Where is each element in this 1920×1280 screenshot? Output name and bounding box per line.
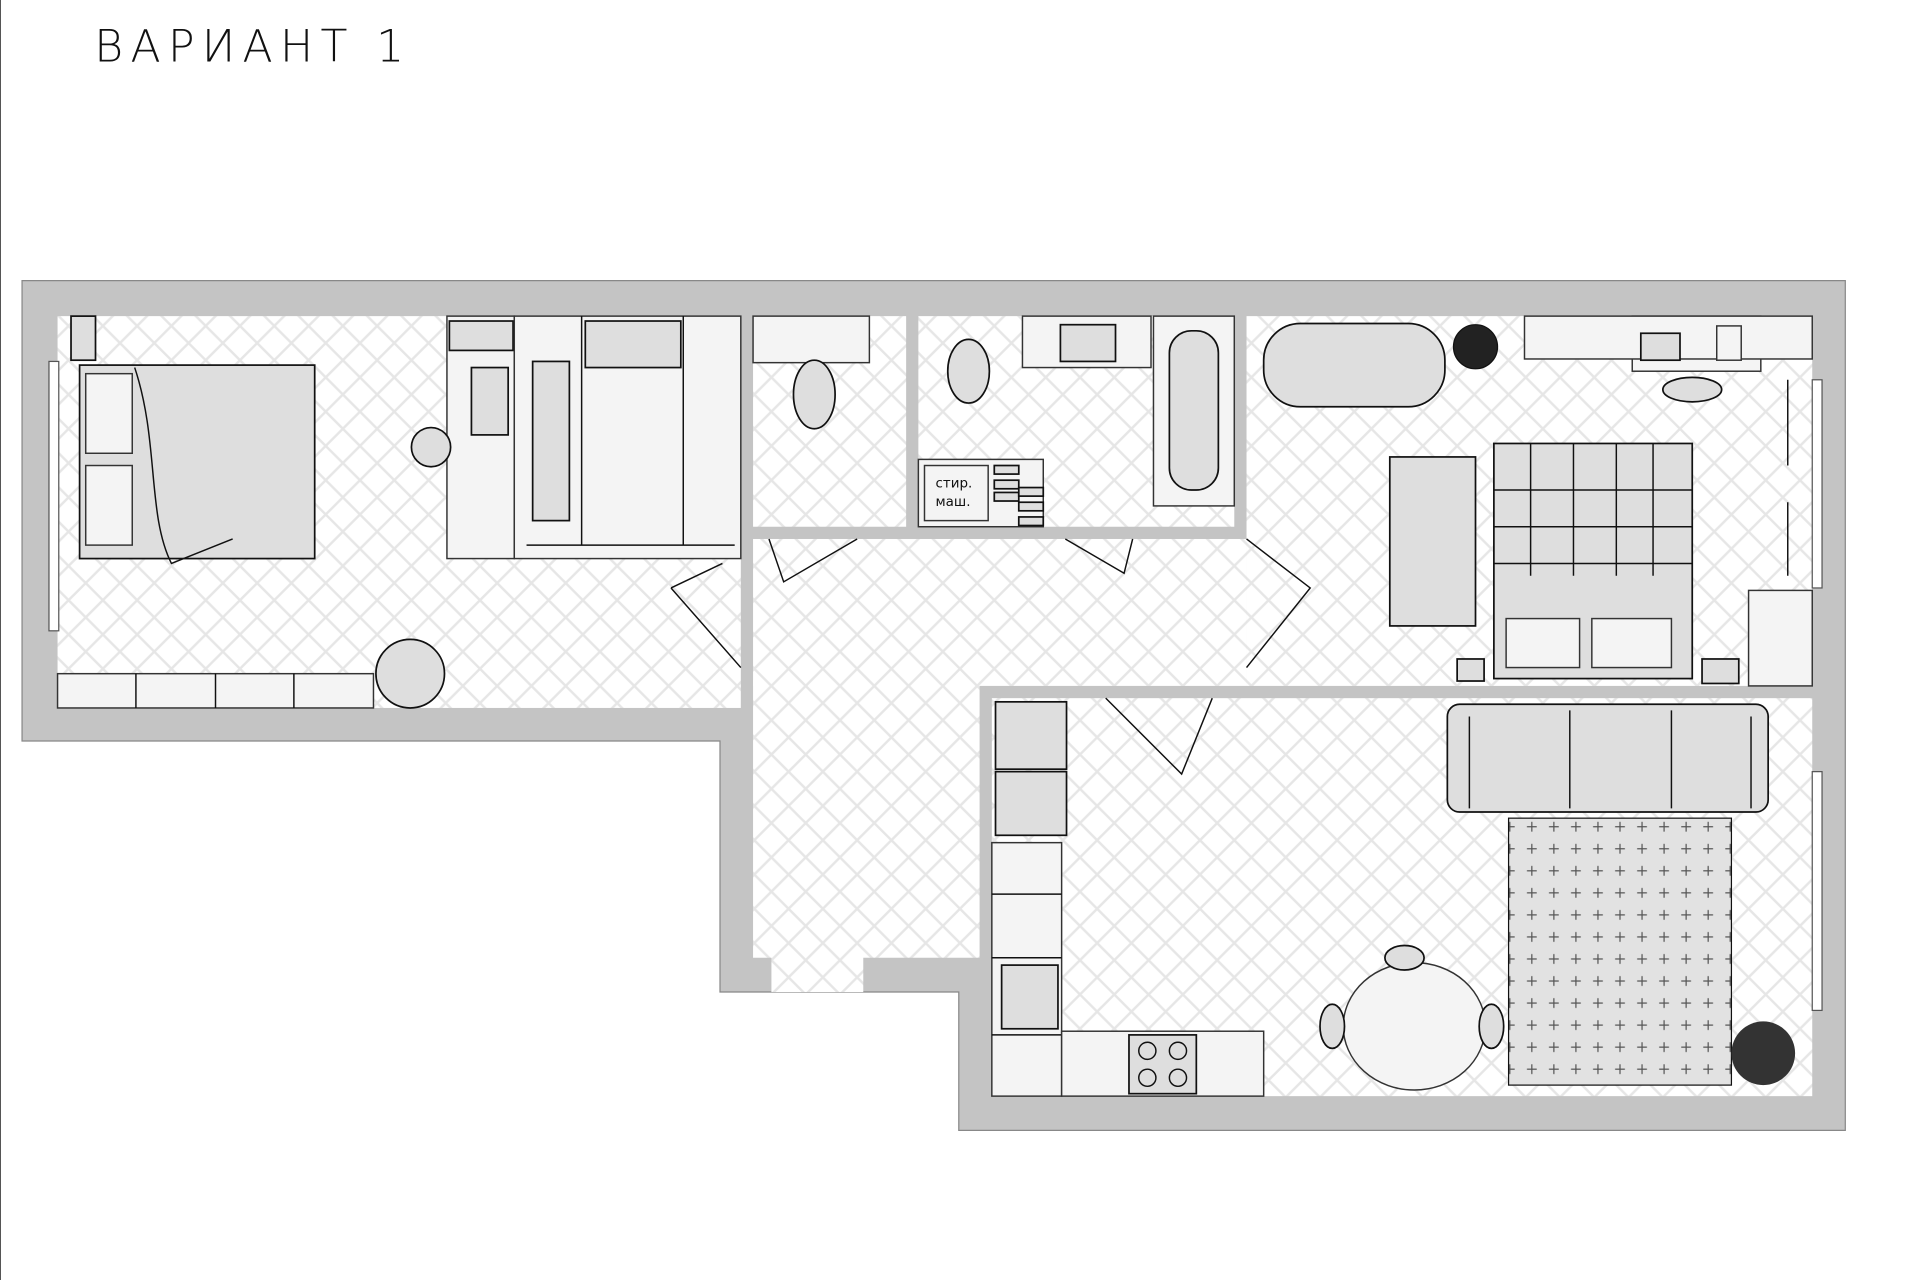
plant: [1731, 1021, 1796, 1086]
dining-table: [1342, 961, 1487, 1091]
living-rug: [1507, 817, 1733, 1086]
pillow: [84, 372, 133, 454]
round-rug: [375, 638, 446, 709]
shelf-item: [1017, 501, 1045, 512]
shoe-rack: [1747, 589, 1813, 687]
burner: [1138, 1068, 1157, 1088]
shelf-item: [993, 464, 1020, 475]
plant: [1452, 324, 1499, 370]
toilet-cabinet: [752, 315, 871, 364]
hanging-clothes: [584, 320, 682, 369]
desk-chair: [410, 426, 452, 468]
pillow: [84, 464, 133, 546]
toilet-2: [946, 338, 991, 404]
stool: [1662, 376, 1723, 403]
pillow: [1591, 617, 1673, 669]
burner: [1168, 1041, 1188, 1061]
page-border: [0, 0, 1, 1280]
window-right-bottom: [1811, 771, 1823, 1012]
kitchen-chair: [994, 770, 1068, 837]
sofa: [1446, 703, 1770, 813]
hallway-lower: [753, 679, 980, 958]
toilet-1: [792, 359, 836, 430]
shelf-item: [993, 479, 1020, 490]
nightstand-left: [1456, 658, 1485, 682]
sink: [1059, 323, 1117, 363]
shelves-bags: [531, 360, 571, 522]
armchair-sofa: [1262, 322, 1446, 408]
window-right-top: [1811, 379, 1823, 589]
dining-chair: [1384, 944, 1425, 971]
shelf-item: [993, 491, 1020, 502]
washer-label-box: [923, 464, 989, 522]
frame: [1716, 325, 1742, 361]
dining-chair: [1478, 1003, 1505, 1050]
washer-label-line1: стир.: [936, 477, 973, 492]
laptop: [470, 366, 510, 436]
nightstand: [70, 315, 97, 362]
sofa-cushions: [1468, 710, 1752, 809]
bed-blanket: [133, 367, 233, 565]
burner: [1168, 1068, 1188, 1088]
bench-dividers: [135, 673, 295, 708]
rug-bedroom: [1388, 456, 1477, 627]
counter-dividers: [991, 893, 1062, 1036]
pillow: [1505, 617, 1581, 669]
washer-label-line2: маш.: [936, 495, 971, 510]
shelf-item: [1017, 486, 1045, 497]
kitchen-chair: [994, 700, 1068, 771]
nightstand-right: [1701, 658, 1740, 685]
stove: [1128, 1034, 1198, 1095]
hallway: [753, 538, 1247, 686]
bathtub-basin: [1168, 329, 1220, 491]
plan-title: ВАРИАНТ 1: [94, 21, 411, 72]
burner: [1138, 1041, 1157, 1061]
door-bedroom-right[interactable]: [1245, 538, 1312, 669]
door-bedroom-left[interactable]: [670, 562, 742, 669]
hoverboard: [448, 320, 514, 352]
dining-chair: [1319, 1003, 1346, 1050]
entrance-door-opening: [771, 955, 864, 993]
kitchen-sink: [1000, 964, 1059, 1030]
desk: [446, 315, 516, 560]
shelf-item: [1017, 516, 1045, 527]
window-left: [48, 360, 60, 632]
door-kitchen[interactable]: [1105, 697, 1213, 776]
wardrobe-sections: [526, 316, 735, 546]
book: [1639, 332, 1681, 362]
door-bathroom[interactable]: [1064, 538, 1134, 575]
bed-plaid: [1493, 443, 1693, 576]
door-toilet[interactable]: [768, 538, 858, 583]
